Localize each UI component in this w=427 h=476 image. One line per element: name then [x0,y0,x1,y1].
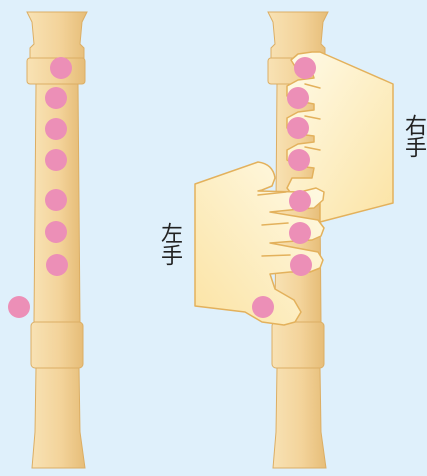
recorder-right [194,11,394,469]
covered-thumb-hole [252,296,274,318]
recorder-left [8,11,88,469]
finger-hole [45,57,72,276]
thumb-hole [8,296,30,318]
right-hand-label: 右手 [401,114,426,158]
covered-finger-hole [287,57,316,276]
left-hand-label: 左手 [157,222,182,266]
